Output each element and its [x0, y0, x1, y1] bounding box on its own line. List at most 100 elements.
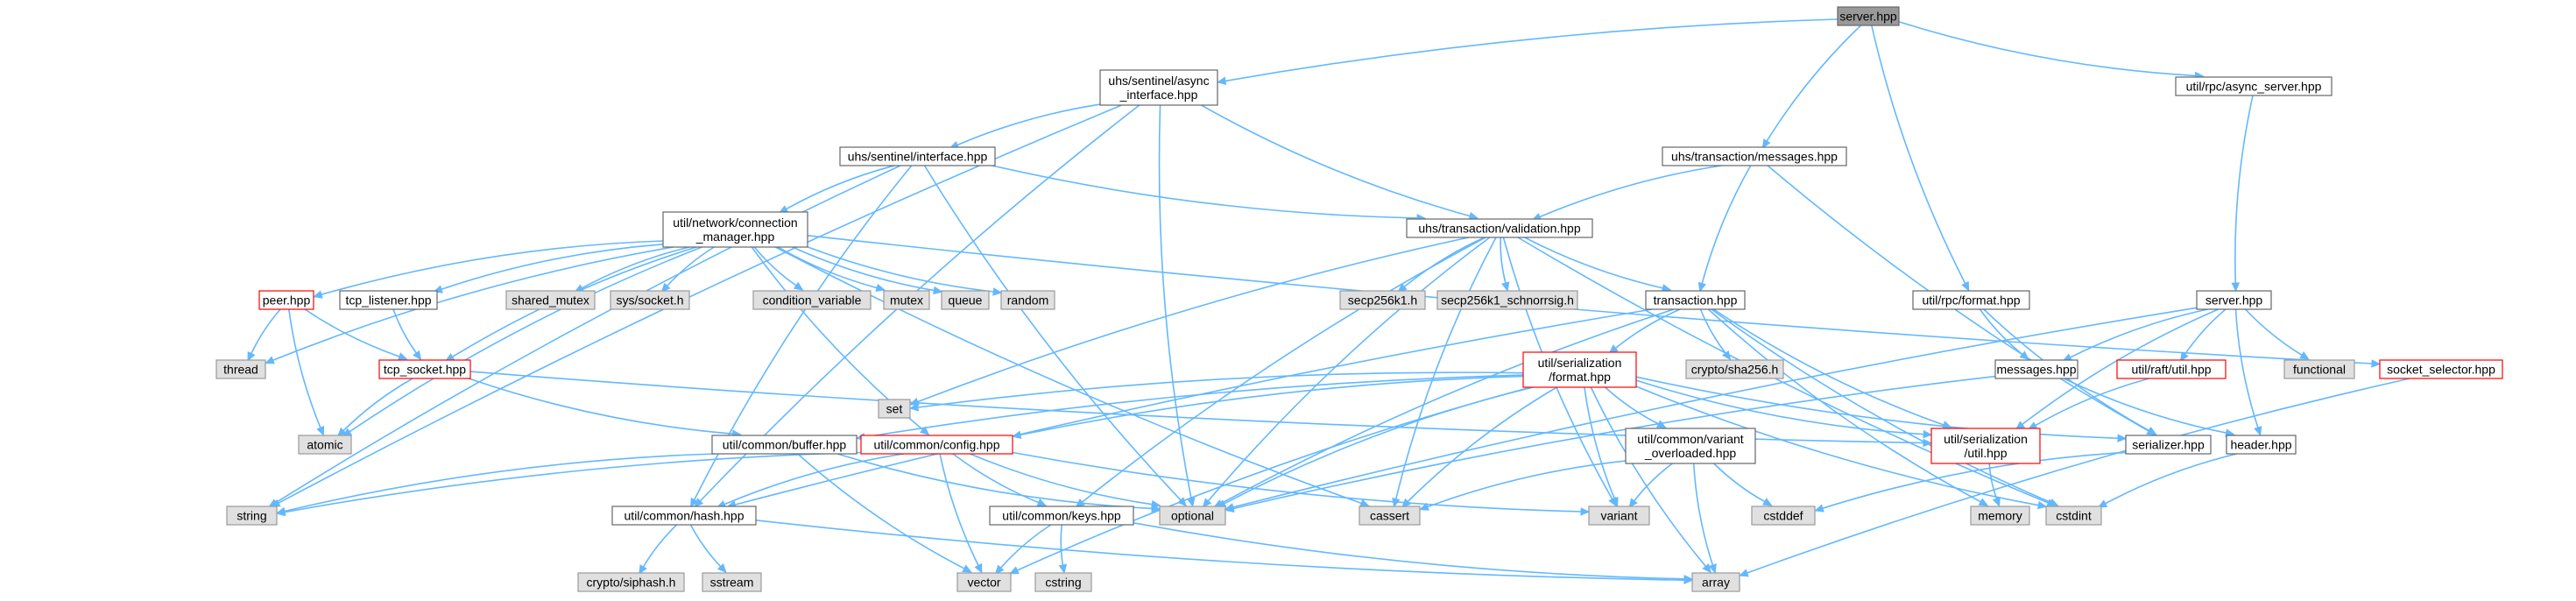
- arrowhead-icon: [247, 351, 256, 362]
- node-label: shared_mutex: [512, 293, 589, 308]
- edge-line: [1584, 386, 1616, 499]
- node-peer[interactable]: peer.hpp: [258, 290, 314, 310]
- edge-line: [2105, 453, 2237, 505]
- edge-conn_manager-to-random: [807, 246, 1003, 296]
- node-box: [1406, 218, 1593, 238]
- node-tx-validation[interactable]: uhs/transaction/validation.hpp: [1406, 218, 1593, 238]
- node-label: string: [236, 509, 266, 523]
- edge-tx_validation-to-transaction: [1524, 237, 1672, 293]
- node-async-server[interactable]: util/rpc/async_server.hpp: [2175, 76, 2333, 96]
- node-box: [1645, 290, 1746, 310]
- node-random: random: [1000, 290, 1055, 310]
- arrowhead-icon: [336, 427, 347, 437]
- node-label: cstdint: [2056, 509, 2092, 523]
- edge-line: [2035, 378, 2149, 427]
- node-buffer[interactable]: util/common/buffer.hpp: [711, 435, 857, 455]
- edge-line: [1701, 165, 1752, 284]
- node-rpc-format[interactable]: util/rpc/format.hpp: [1912, 290, 2030, 310]
- edge-line: [1232, 375, 1996, 510]
- edge-line: [1020, 375, 1524, 436]
- arrowhead-icon: [2371, 359, 2382, 368]
- edge-line: [917, 237, 1469, 403]
- edge-hash-to-siphash: [639, 524, 678, 575]
- node-label: thread: [223, 363, 258, 377]
- node-transaction[interactable]: transaction.hpp: [1645, 290, 1746, 310]
- edge-transaction-to-crypto_sha256: [1699, 308, 1732, 361]
- node-serializer[interactable]: serializer.hpp: [2125, 435, 2212, 455]
- node-schnorrsig: secp256k1_schnorrsig.h: [1436, 290, 1578, 310]
- node-box: [1159, 506, 1226, 526]
- node-ser-format[interactable]: util/serialization/format.hpp: [1522, 351, 1637, 388]
- arrowhead-icon: [875, 283, 886, 293]
- edge-line: [304, 308, 400, 357]
- edge-line: [275, 165, 901, 504]
- arrowhead-icon: [316, 426, 325, 436]
- edge-line: [1012, 451, 1582, 513]
- edge-line: [1614, 308, 1681, 350]
- node-sentinel-interface[interactable]: uhs/sentinel/interface.hpp: [839, 146, 996, 166]
- edge-keys-to-vector: [994, 524, 1052, 575]
- edge-line: [278, 104, 1122, 504]
- arrowhead-icon: [793, 281, 804, 291]
- edge-async_interface-to-tx_validation: [1201, 104, 1479, 221]
- node-label: uhs/transaction/validation.hpp: [1418, 222, 1580, 236]
- edge-config-to-variant: [1012, 451, 1591, 516]
- node-optional: optional: [1159, 506, 1226, 526]
- node-keys[interactable]: util/common/keys.hpp: [989, 506, 1134, 526]
- node-label: optional: [1171, 509, 1214, 523]
- node-set: set: [878, 399, 911, 419]
- node-variant-overloaded[interactable]: util/common/variant_overloaded.hpp: [1625, 428, 1756, 464]
- node-box: [1691, 572, 1740, 592]
- node-box: [1034, 572, 1092, 592]
- node-label: set: [886, 402, 903, 416]
- node-hash[interactable]: util/common/hash.hpp: [611, 506, 757, 526]
- node-async-interface[interactable]: uhs/sentinel/async_interface.hpp: [1099, 69, 1218, 106]
- edge-line: [1394, 237, 1497, 499]
- node-raft-util[interactable]: util/raft/util.hpp: [2116, 359, 2227, 379]
- node-conn-manager[interactable]: util/network/connection_manager.hpp: [662, 211, 808, 248]
- edge-line: [321, 240, 664, 295]
- node-tcp-listener[interactable]: tcp_listener.hpp: [339, 290, 438, 310]
- node-messages[interactable]: messages.hpp: [1994, 359, 2078, 379]
- edge-server_root-to-async_interface: [1216, 18, 1838, 85]
- node-box: [226, 506, 278, 526]
- node-condition-variable: condition_variable: [752, 290, 872, 310]
- edge-transaction-to-optional: [1213, 308, 1675, 508]
- node-socket-selector[interactable]: socket_selector.hpp: [2379, 359, 2503, 379]
- edge-sentinel_interface-to-optional: [923, 165, 1188, 507]
- edge-line: [468, 378, 733, 435]
- edge-line: [956, 103, 1101, 146]
- edge-line: [689, 524, 722, 568]
- arrowhead-icon: [1036, 498, 1048, 506]
- edge-ser_format-to-config: [1011, 375, 1524, 439]
- node-ser-util[interactable]: util/serialization/util.hpp: [1930, 428, 2041, 464]
- node-server-root[interactable]: server.hpp: [1837, 6, 1900, 26]
- edge-line: [1403, 237, 1486, 287]
- arrowhead-icon: [2019, 350, 2029, 360]
- node-box: [2175, 76, 2333, 96]
- edge-keys-to-array: [1133, 522, 1694, 583]
- node-label: random: [1007, 293, 1048, 308]
- arrowhead-icon: [1961, 280, 1970, 292]
- node-header[interactable]: header.hpp: [2226, 435, 2297, 455]
- edge-line: [642, 524, 678, 568]
- node-tcp-socket[interactable]: tcp_socket.hpp: [378, 359, 471, 379]
- edge-config-to-string: [275, 451, 862, 517]
- node-label: header.hpp: [2230, 438, 2291, 452]
- node-box: [662, 211, 808, 248]
- node-tx-messages[interactable]: uhs/transaction/messages.hpp: [1662, 146, 1847, 166]
- node-server2[interactable]: server.hpp: [2196, 290, 2272, 310]
- arrowhead-icon: [2036, 500, 2048, 510]
- node-label: array: [1702, 576, 1730, 590]
- arrowhead-icon: [1610, 497, 1619, 507]
- node-functional: functional: [2283, 359, 2355, 379]
- edge-line: [723, 453, 905, 506]
- node-label: queue: [949, 293, 983, 308]
- edge-line: [753, 246, 797, 286]
- node-label: sstream: [710, 576, 754, 590]
- edge-line: [1517, 237, 2049, 504]
- edge-line: [807, 246, 994, 293]
- edge-peer-to-tcp_socket: [304, 308, 408, 361]
- node-config[interactable]: util/common/config.hpp: [860, 435, 1013, 455]
